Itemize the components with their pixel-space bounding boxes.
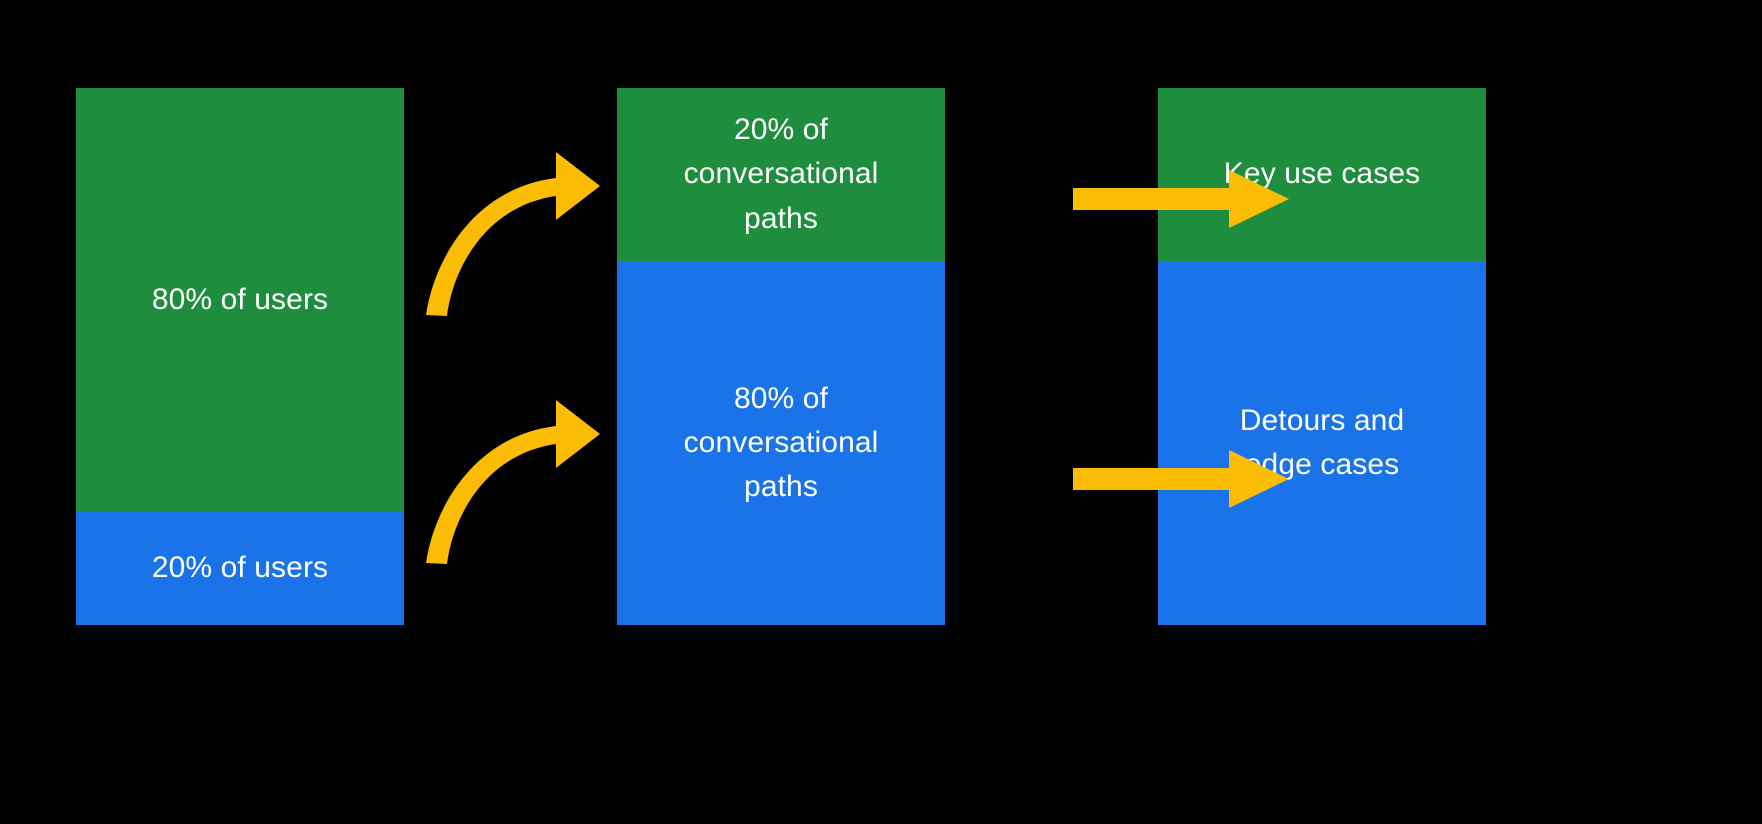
segment-paths-blue: 80% of conversational paths — [617, 261, 945, 625]
curved-arrow-top-icon — [426, 152, 600, 316]
column-conversational-paths: 20% of conversational paths 80% of conve… — [617, 88, 945, 625]
segment-users-blue: 20% of users — [76, 512, 404, 625]
segment-label: Key use cases — [1223, 157, 1421, 191]
segment-users-green: 80% of users — [76, 88, 404, 512]
segment-cases-green: Key use cases — [1158, 88, 1486, 261]
segment-paths-green: 20% of conversational paths — [617, 88, 945, 261]
segment-label: 80% of conversational paths — [683, 381, 879, 504]
segment-label: 80% of users — [151, 282, 329, 316]
straight-arrow-top-icon — [1073, 170, 1289, 228]
segment-label: 20% of conversational paths — [683, 113, 879, 235]
column-users: 80% of users 20% of users — [76, 88, 404, 625]
segment-cases-blue: Detours and edge cases — [1158, 261, 1486, 625]
straight-arrow-bottom-icon — [1073, 450, 1289, 508]
segment-label: 20% of users — [151, 551, 329, 585]
curved-arrow-bottom-icon — [426, 400, 600, 564]
